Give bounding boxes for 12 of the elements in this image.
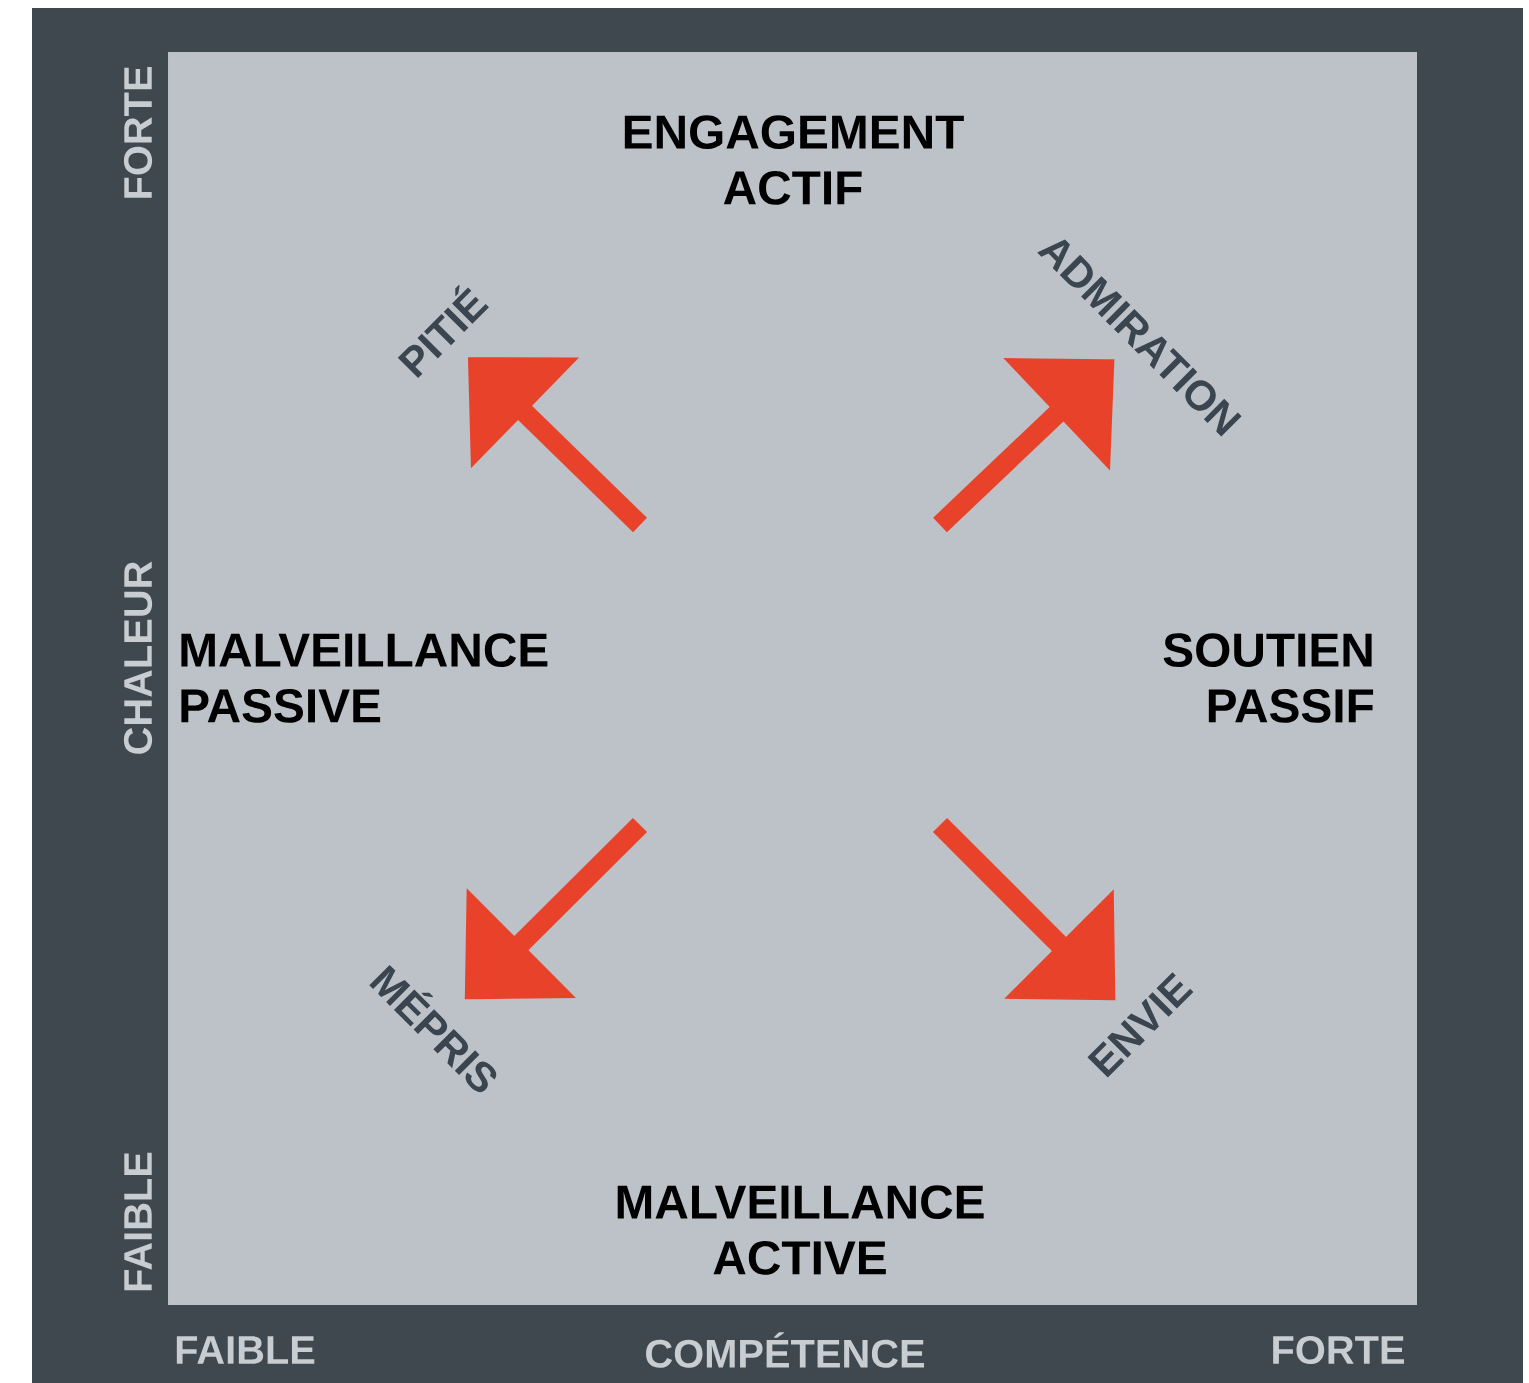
axis-label: FORTE: [1273, 1335, 1404, 1365]
arrow: [932, 817, 1116, 1001]
quadrant-label: ENGAGEMENT ACTIF: [624, 115, 964, 205]
axis-label: FAIBLE: [176, 1336, 315, 1364]
axis-label: COMPÉTENCE: [646, 1332, 925, 1368]
quadrant-label: SOUTIEN PASSIF: [1163, 633, 1374, 723]
arrow: [933, 358, 1115, 533]
axis-label: CHALEUR: [123, 561, 153, 754]
quadrant-label: MALVEILLANCE PASSIVE: [181, 633, 548, 723]
axis-label: FORTE: [123, 67, 153, 198]
quadrant-label: MALVEILLANCE ACTIVE: [617, 1185, 984, 1275]
axis-label: FAIBLE: [124, 1152, 152, 1291]
